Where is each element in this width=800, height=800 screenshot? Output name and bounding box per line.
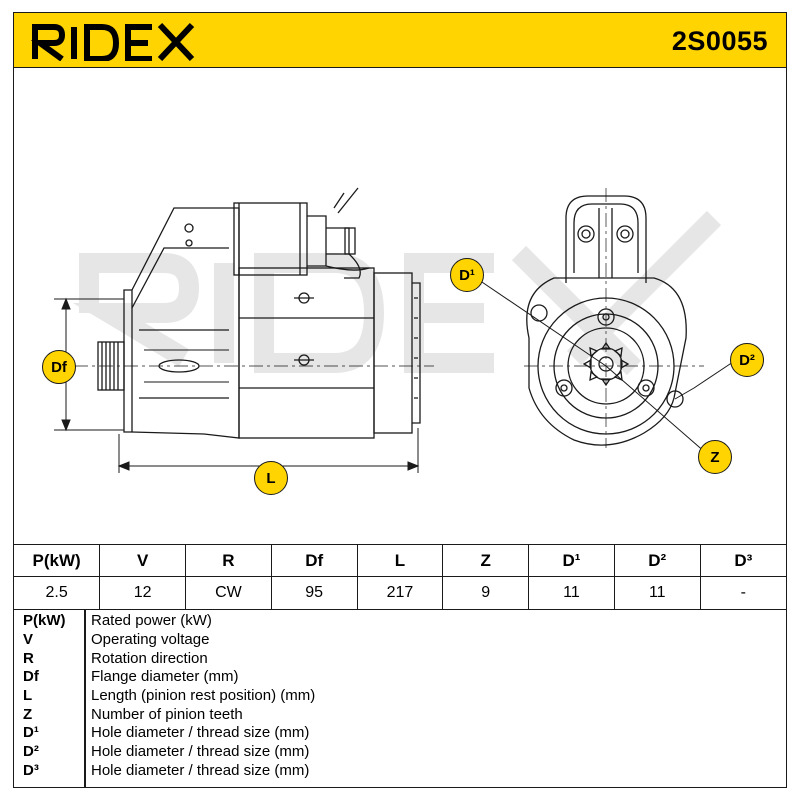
front-view <box>524 188 704 448</box>
spec-header-cell: V <box>99 544 187 577</box>
header-bar: 2S0055 <box>14 13 786 68</box>
legend-symbol: Df <box>23 668 39 685</box>
spec-value-cell: 95 <box>270 576 358 610</box>
legend-description: Flange diameter (mm) <box>91 668 239 685</box>
spec-header-cell: L <box>356 544 444 577</box>
legend-item: P(kW) Rated power (kW) <box>14 612 786 630</box>
d2-label: D² <box>730 343 764 377</box>
spec-value-cell: 217 <box>356 576 444 610</box>
spec-value-cell: CW <box>185 576 272 610</box>
z-label: Z <box>698 440 732 474</box>
legend-description: Number of pinion teeth <box>91 706 243 723</box>
spec-header-cell: D² <box>613 544 701 577</box>
legend-description: Operating voltage <box>91 631 210 648</box>
legend-item: Z Number of pinion teeth <box>14 706 786 724</box>
legend-item: L Length (pinion rest position) (mm) <box>14 687 786 705</box>
starter-motor-drawing <box>54 187 737 473</box>
spec-header-cell: D¹ <box>528 544 615 577</box>
spec-header-row: P(kW) V R Df L Z D¹ D² D³ <box>14 544 786 577</box>
spec-value-cell: 11 <box>613 576 701 610</box>
spec-value-cell: 9 <box>442 576 530 610</box>
legend-symbol: D¹ <box>23 724 39 741</box>
legend-item: D³ Hole diameter / thread size (mm) <box>14 762 786 780</box>
legend-description: Rotation direction <box>91 650 208 667</box>
legend-item: D² Hole diameter / thread size (mm) <box>14 743 786 761</box>
leader-lines <box>475 277 737 454</box>
part-number: 2S0055 <box>671 26 768 56</box>
legend-description: Hole diameter / thread size (mm) <box>91 724 310 741</box>
technical-drawing: Df L D¹ D² Z <box>14 68 786 543</box>
spec-header-cell: Z <box>442 544 530 577</box>
spec-value-cell: - <box>699 576 786 610</box>
legend-item: R Rotation direction <box>14 650 786 668</box>
l-label: L <box>254 461 288 495</box>
legend-description: Length (pinion rest position) (mm) <box>91 687 316 704</box>
spec-value-cell: 12 <box>99 576 187 610</box>
d1-label: D¹ <box>450 258 484 292</box>
ridex-logo <box>30 22 195 61</box>
legend-description: Rated power (kW) <box>91 612 212 629</box>
spec-value-cell: 2.5 <box>14 576 101 610</box>
legend-description: Hole diameter / thread size (mm) <box>91 743 310 760</box>
legend-item: V Operating voltage <box>14 631 786 649</box>
legend-symbol: V <box>23 631 34 648</box>
legend-symbol: D³ <box>23 762 39 779</box>
side-view <box>74 187 434 439</box>
legend-symbol: P(kW) <box>23 612 66 629</box>
spec-header-cell: Df <box>270 544 358 577</box>
product-sheet: 2S0055 <box>13 12 787 788</box>
spec-header-cell: P(kW) <box>14 544 101 577</box>
legend-symbol: Z <box>23 706 33 723</box>
legend-symbol: D² <box>23 743 39 760</box>
spec-value-cell: 11 <box>528 576 615 610</box>
legend-divider <box>84 610 86 787</box>
spec-header-cell: R <box>185 544 272 577</box>
spec-table: P(kW) V R Df L Z D¹ D² D³ 2.5 12 CW 95 2… <box>14 544 786 610</box>
legend-description: Hole diameter / thread size (mm) <box>91 762 310 779</box>
legend-item: Df Flange diameter (mm) <box>14 668 786 686</box>
legend-symbol: L <box>23 687 33 704</box>
spec-header-cell: D³ <box>699 544 786 577</box>
spec-value-row: 2.5 12 CW 95 217 9 11 11 - <box>14 576 786 610</box>
legend-symbol: R <box>23 650 34 667</box>
legend: P(kW) Rated power (kW) V Operating voltage… <box>14 610 786 787</box>
df-label: Df <box>42 350 76 384</box>
legend-item: D¹ Hole diameter / thread size (mm) <box>14 724 786 742</box>
